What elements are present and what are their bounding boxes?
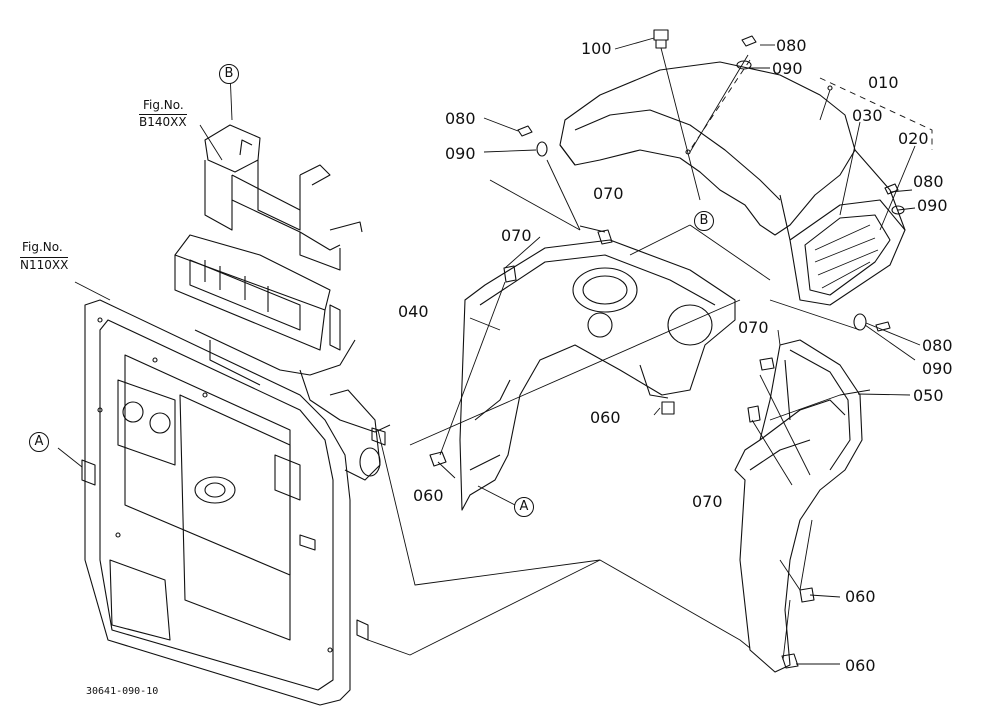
label-090-right: 090 [917,196,948,215]
fig-ref-n110-label: Fig.No. [22,240,63,254]
fig-ref-n110-number: N110XX [20,257,69,272]
callout-a-mid: A [514,497,534,517]
panel-050 [734,339,863,673]
label-090-top: 090 [772,59,803,78]
label-060-center: 060 [590,408,621,427]
fig-ref-b140-label: Fig.No. [143,98,184,112]
dashed-lines [689,59,933,151]
fig-ref-b140-number: B140XX [139,114,187,129]
label-060-bottom: 060 [845,656,876,675]
label-070-lower: 070 [692,492,723,511]
callout-b-top: B [219,64,239,84]
label-070-upper: 070 [593,184,624,203]
fasteners [429,29,905,669]
callout-b-mid: B [694,211,714,231]
label-080-right: 080 [913,172,944,191]
label-060-lower: 060 [845,587,876,606]
console-frame [174,234,391,481]
diagram-code: 30641-090-10 [86,686,159,697]
callout-a-left: A [29,432,49,452]
label-070-right: 070 [738,318,769,337]
label-030: 030 [852,106,883,125]
label-040: 040 [398,302,429,321]
label-090-mid: 090 [922,359,953,378]
label-100: 100 [581,39,612,58]
label-080-mid: 080 [922,336,953,355]
label-080-top: 080 [776,36,807,55]
panel-040 [459,239,736,511]
label-050: 050 [913,386,944,405]
label-070-left: 070 [501,226,532,245]
label-080-left: 080 [445,109,476,128]
label-090-left: 090 [445,144,476,163]
label-010: 010 [868,73,899,92]
label-020: 020 [898,129,929,148]
hood-010 [559,61,856,236]
upper-bracket-assembly [204,124,363,271]
rear-panel-assembly [81,299,369,706]
lens-030 [779,149,906,306]
label-060-left: 060 [413,486,444,505]
